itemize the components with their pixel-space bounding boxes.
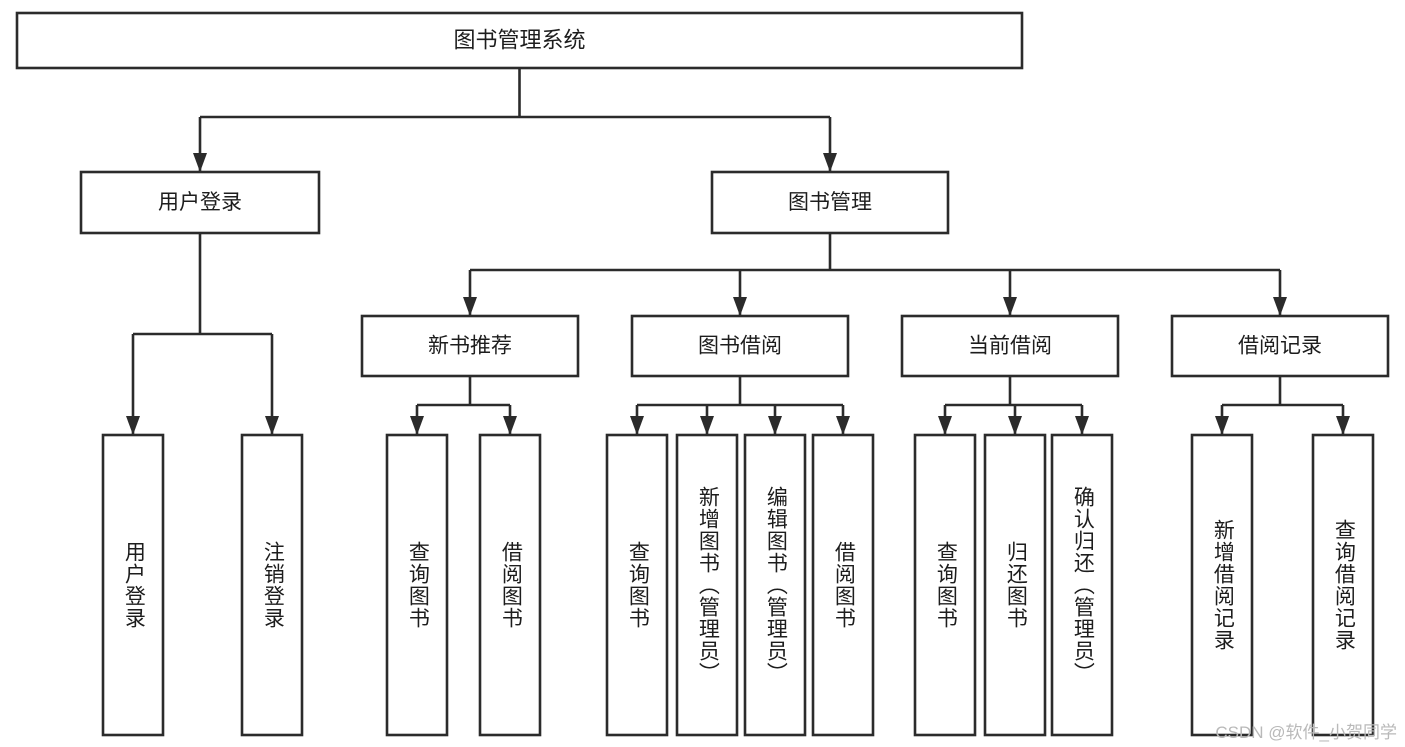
- leaf-box-4[interactable]: [605, 433, 669, 737]
- level3-label-1: 图书借阅: [698, 335, 782, 358]
- leaf-box-2[interactable]: [385, 433, 449, 737]
- level2-label-1: 图书管理: [788, 191, 872, 214]
- leaf-box-12[interactable]: [1311, 433, 1375, 737]
- level3-box-1[interactable]: [630, 314, 850, 378]
- arrow-to-level2-0: [193, 153, 207, 172]
- arrow-to-level3-2: [1003, 297, 1017, 316]
- arrow-to-leaf-6: [768, 416, 782, 435]
- level3-box-3[interactable]: [1170, 314, 1390, 378]
- root-label: 图书管理系统: [453, 27, 585, 52]
- arrow-to-leaf-3: [503, 416, 517, 435]
- arrow-to-level2-1: [823, 153, 837, 172]
- arrow-to-level3-3: [1273, 297, 1287, 316]
- level3-box-0[interactable]: [360, 314, 580, 378]
- leaf-box-0[interactable]: [101, 433, 165, 737]
- arrow-to-leaf-12: [1336, 416, 1350, 435]
- arrow-to-leaf-7: [836, 416, 850, 435]
- arrow-to-leaf-5: [700, 416, 714, 435]
- leaf-box-5[interactable]: [675, 433, 739, 737]
- arrow-to-leaf-8: [938, 416, 952, 435]
- leaf-box-10[interactable]: [1050, 433, 1114, 737]
- level3-label-0: 新书推荐: [428, 335, 512, 358]
- arrow-to-leaf-11: [1215, 416, 1229, 435]
- leaf-box-11[interactable]: [1190, 433, 1254, 737]
- leaf-box-6[interactable]: [743, 433, 807, 737]
- root-box[interactable]: [15, 11, 1024, 70]
- level2-box-1[interactable]: [710, 170, 950, 235]
- leaf-box-1[interactable]: [240, 433, 304, 737]
- level2-box-0[interactable]: [79, 170, 321, 235]
- arrow-to-leaf-4: [630, 416, 644, 435]
- level3-label-3: 借阅记录: [1238, 335, 1322, 358]
- leaf-box-8[interactable]: [913, 433, 977, 737]
- leaf-box-3[interactable]: [478, 433, 542, 737]
- arrow-to-leaf-10: [1075, 416, 1089, 435]
- level3-label-2: 当前借阅: [968, 335, 1052, 358]
- arrow-to-leaf-1: [265, 416, 279, 435]
- arrow-to-leaf-2: [410, 416, 424, 435]
- arrow-to-level3-0: [463, 297, 477, 316]
- arrow-to-leaf-0: [126, 416, 140, 435]
- level2-label-0: 用户登录: [158, 191, 242, 214]
- connector-layer: [126, 68, 1350, 435]
- leaf-box-9[interactable]: [983, 433, 1047, 737]
- leaf-box-7[interactable]: [811, 433, 875, 737]
- watermark-text: CSDN @软件_小贺同学: [1215, 723, 1397, 742]
- level3-box-2[interactable]: [900, 314, 1120, 378]
- arrow-to-leaf-9: [1008, 416, 1022, 435]
- arrow-to-level3-1: [733, 297, 747, 316]
